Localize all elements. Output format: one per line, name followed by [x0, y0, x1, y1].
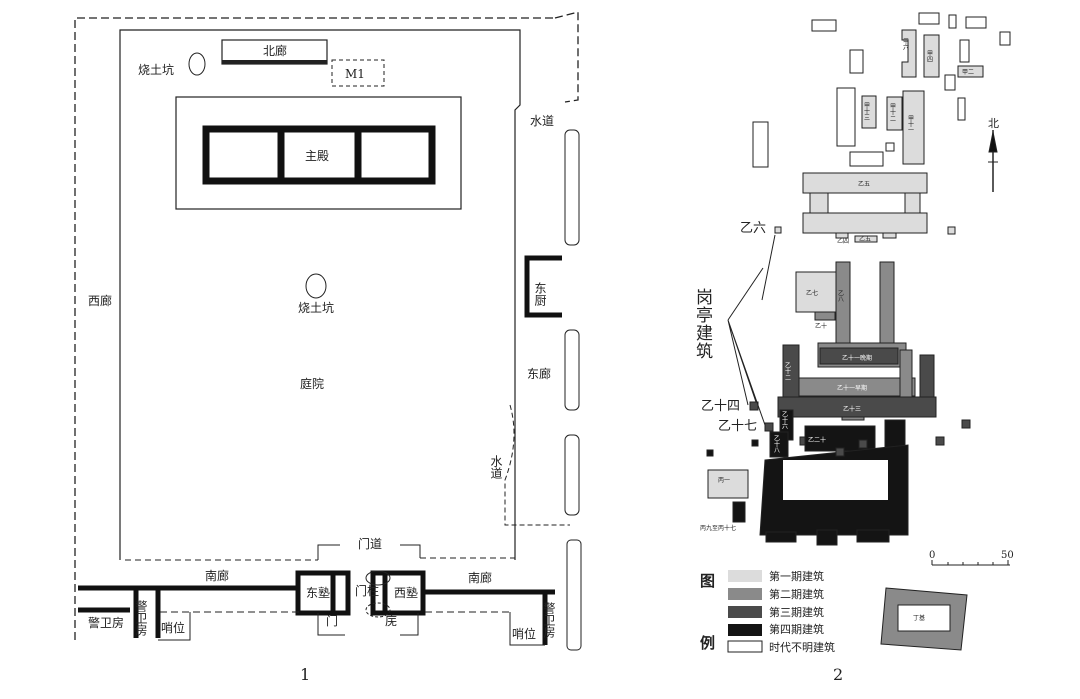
label-water-channel-north: 水道 — [530, 114, 554, 128]
legend-item: 第三期建筑 — [769, 605, 824, 619]
label-guard-room-west-b: 警卫房 — [134, 599, 148, 636]
label-sentry-west: 哨位 — [161, 620, 185, 635]
legend-title-b: 例 — [700, 634, 715, 652]
north-label: 北 — [988, 117, 999, 130]
label-pit-north: 烧土坑 — [138, 62, 174, 77]
label-yi11-late: 乙十一晚期 — [842, 354, 872, 362]
courtyard-south-edge — [125, 557, 515, 561]
label-south-corridor-west: 南廊 — [205, 568, 229, 583]
main-hall-platform — [175, 96, 462, 210]
figure-2-site-plan — [706, 12, 1011, 653]
label-pit-center: 烧土坑 — [298, 300, 334, 315]
label-yi10: 乙十 — [815, 322, 827, 330]
legend-swatches — [727, 570, 763, 653]
label-guard-room-east: 警卫房 — [542, 601, 556, 638]
legend-item: 第二期建筑 — [769, 587, 824, 601]
label-gate-passage: 门道 — [358, 536, 382, 551]
phase-4-buildings — [706, 409, 909, 546]
label-m1: M1 — [345, 67, 365, 81]
label-courtyard: 庭院 — [300, 376, 324, 391]
label-jia2: 甲二 — [962, 69, 974, 76]
phase-1-buildings — [707, 29, 984, 499]
north-arrow — [988, 130, 998, 192]
courtyard-boundary — [119, 29, 521, 560]
label-guard-room-west-a: 警卫房 — [88, 615, 124, 630]
label-yi5: 乙五 — [858, 181, 870, 188]
figure-1-palace-plan — [74, 11, 582, 651]
label-yi16: 乙十六 — [781, 411, 788, 430]
south-corridor-walls — [78, 570, 555, 645]
unknown-period-buildings — [752, 12, 1011, 168]
caption-1: 1 — [300, 665, 310, 684]
phase-2-buildings — [792, 261, 916, 421]
callout-yi17: 乙十七 — [718, 419, 757, 434]
label-yi8: 乙八 — [837, 290, 844, 302]
label-yi18: 乙十八 — [773, 435, 780, 453]
label-jia6: 甲六 — [902, 38, 909, 51]
outer-wall-dashed — [74, 11, 579, 640]
label-bing1: 丙一 — [718, 477, 730, 484]
label-west-shu: 西塾 — [394, 585, 418, 600]
label-east-shu: 东塾 — [306, 585, 330, 600]
caption-2: 2 — [833, 665, 843, 684]
m1-tomb — [331, 59, 385, 87]
label-east-kitchen: 东厨 — [533, 282, 547, 306]
label-jia11: 甲十一 — [907, 115, 914, 133]
east-kitchen-wall — [524, 255, 562, 318]
label-jia13: 甲十三 — [863, 102, 870, 120]
pit-north — [188, 52, 206, 76]
pavilion-label: 岗亭建筑 — [692, 288, 713, 360]
legend-item: 第四期建筑 — [769, 622, 824, 636]
label-sentry-east: 哨位 — [512, 626, 536, 641]
label-ding: 丁基 — [913, 614, 925, 622]
callout-yi14: 乙十四 — [701, 399, 740, 414]
scale-end: 50 — [1001, 550, 1014, 561]
legend-title-a: 图 — [700, 572, 715, 590]
label-yi12: 乙十二 — [784, 362, 791, 380]
label-main-hall: 主殿 — [305, 149, 329, 163]
label-north-corridor: 北廊 — [263, 43, 287, 58]
legend-item: 第一期建筑 — [769, 569, 824, 583]
label-jia12: 甲十二 — [889, 103, 896, 121]
label-bing9-17: 丙九至丙十七 — [700, 524, 736, 532]
legend-item: 时代不明建筑 — [769, 640, 835, 654]
callout-yi6: 乙六 — [740, 221, 766, 236]
figure-2-labels: 甲六 甲四 甲二 甲十三 甲十二 甲十一 乙五 乙四 乙五 乙七 乙八 乙十 乙… — [692, 38, 1014, 684]
label-yi5b: 乙五 — [859, 236, 871, 243]
main-hall — [202, 125, 436, 185]
label-gate-char-b: 庑 — [385, 613, 397, 628]
label-south-corridor-east: 南廊 — [468, 570, 492, 585]
label-yi7: 乙七 — [806, 289, 818, 297]
label-water-channel-south: 水道 — [489, 455, 503, 479]
label-jia4: 甲四 — [926, 50, 933, 62]
label-east-corridor: 东廊 — [527, 366, 551, 381]
label-gate-pillar: 门柱 — [355, 583, 379, 598]
scale-bar — [931, 560, 1010, 566]
label-gate-char-a: 门 — [326, 613, 338, 628]
water-channel-south — [504, 404, 570, 526]
label-west-corridor: 西廊 — [88, 293, 112, 308]
label-yi4: 乙四 — [837, 238, 849, 245]
label-yi20: 乙二十 — [808, 436, 826, 444]
figure-1-labels: 北廊 M1 烧土坑 水道 主殿 东厨 西廊 烧土坑 东廊 庭院 水道 门道 南廊… — [88, 43, 556, 684]
label-yi13: 乙十三 — [843, 405, 861, 413]
scale-start: 0 — [929, 550, 935, 561]
callout-lines — [727, 234, 776, 426]
label-yi11-early: 乙十一早期 — [837, 384, 867, 392]
pit-center — [305, 273, 327, 299]
